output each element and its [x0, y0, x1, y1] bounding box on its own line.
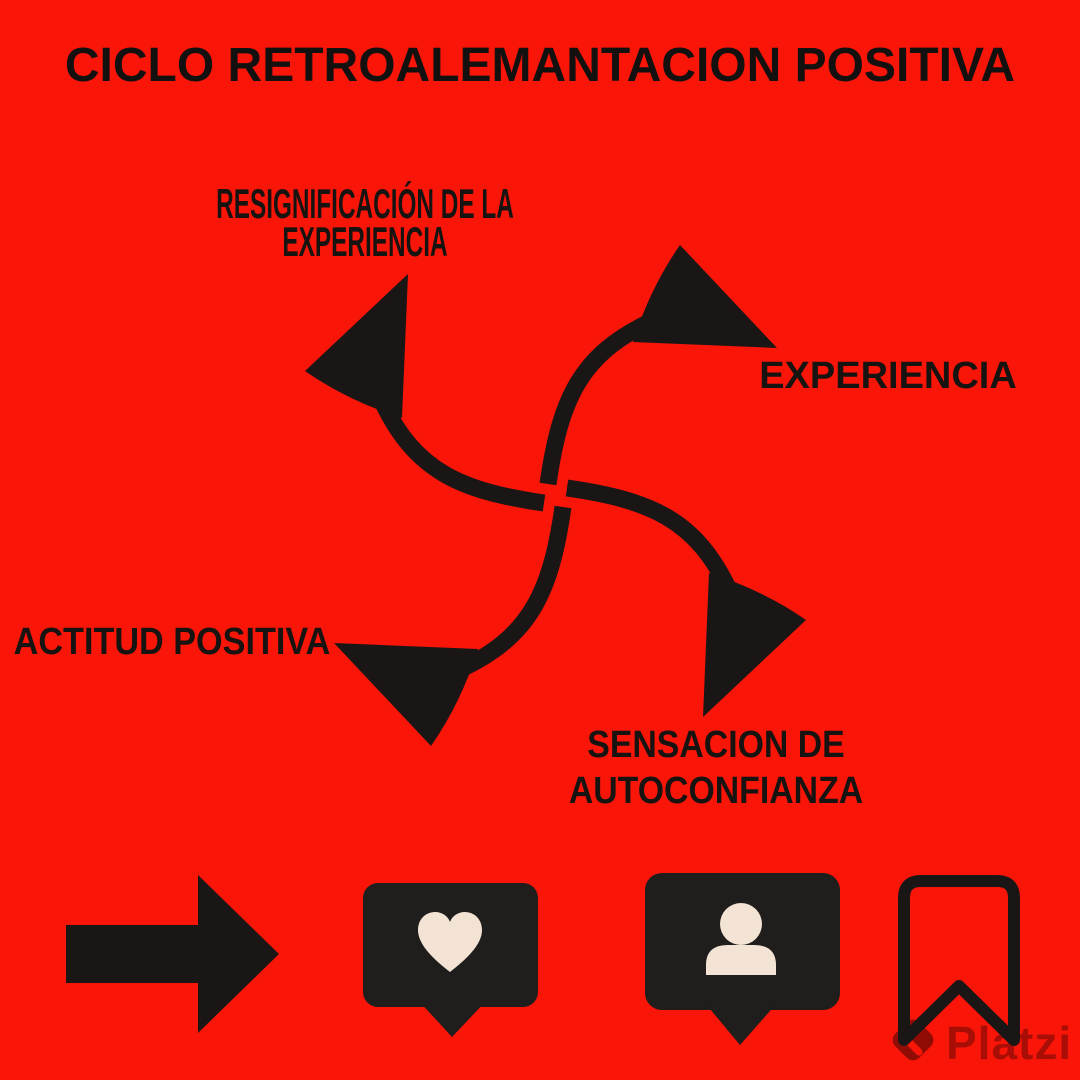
person-icon — [706, 903, 776, 975]
follower-person-bubble-icon — [645, 873, 840, 1045]
node-label-experiencia: EXPERIENCIA — [759, 355, 1017, 397]
arrow-right-icon — [66, 875, 279, 1033]
like-heart-bubble-icon — [363, 883, 538, 1037]
bookmark-icon — [898, 875, 1020, 1046]
node-label-sensacion: SENSACION DE AUTOCONFIANZA — [568, 724, 864, 812]
page-title: CICLO RETROALEMANTACION POSITIVA — [64, 39, 1016, 92]
node-label-resignificacion: RESIGNIFICACIÓN DE LA EXPERIENCIA — [216, 180, 514, 265]
heart-icon — [418, 912, 482, 972]
node-label-actitud: ACTITUD POSITIVA — [13, 621, 331, 663]
